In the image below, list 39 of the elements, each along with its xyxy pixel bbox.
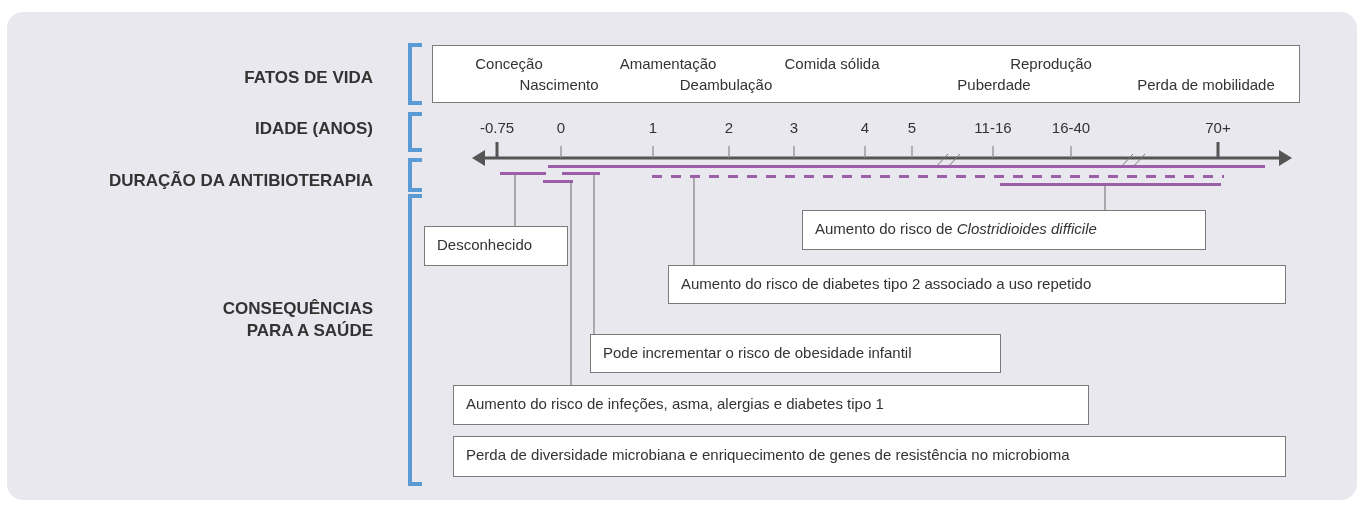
bar-marker: [562, 172, 600, 175]
tick-label: 4: [860, 119, 870, 136]
tick-label: -0.75: [479, 119, 515, 136]
tick-label: 1: [648, 119, 658, 136]
tick-label: 0: [556, 119, 566, 136]
row-heading: FATOS DE VIDA: [243, 67, 373, 89]
bar-marker: [652, 175, 1224, 178]
life-event-label: Deambulação: [679, 76, 773, 93]
life-event-label: Conceção: [475, 55, 543, 72]
bar-marker: [1000, 183, 1221, 186]
leader-line: [514, 174, 516, 227]
row-heading: DURAÇÃO DA ANTIBIOTERAPIA: [107, 170, 373, 192]
tick-label: 3: [789, 119, 799, 136]
consequence-box: Desconhecido: [424, 226, 568, 266]
tick-label: 70+: [1205, 119, 1231, 136]
life-event-label: Nascimento: [519, 76, 599, 93]
life-event-label: Amamentação: [619, 55, 717, 72]
leader-line: [1104, 185, 1106, 211]
life-event-label: Puberdade: [957, 76, 1031, 93]
tick-label: 11-16: [974, 119, 1012, 136]
row-heading: CONSEQUÊNCIAS PARA A SAÚDE: [221, 298, 373, 343]
row-heading: IDADE (ANOS): [253, 118, 373, 140]
leader-line: [570, 182, 572, 386]
tick-label: 16-40: [1051, 119, 1091, 136]
leader-line: [593, 174, 595, 335]
consequence-box: Aumento do risco de Clostridioides difficile: [802, 210, 1206, 250]
tick-label: 2: [724, 119, 734, 136]
life-event-label: Reprodução: [1010, 55, 1092, 72]
life-event-label: Comida sólida: [784, 55, 880, 72]
consequence-box: Perda de diversidade microbiana e enriquecimento de genes de resistência no microbioma: [453, 436, 1286, 477]
consequence-box: Aumento do risco de diabetes tipo 2 associado a uso repetido: [668, 265, 1286, 304]
leader-line: [693, 177, 695, 266]
life-event-label: Perda de mobilidade: [1137, 76, 1275, 93]
bar-marker: [500, 172, 546, 175]
bar-marker: [543, 180, 573, 183]
consequence-box: Pode incrementar o risco de obesidade infantil: [590, 334, 1001, 373]
life-events-panel: [432, 45, 1300, 103]
tick-label: 5: [907, 119, 917, 136]
consequence-box: Aumento do risco de infeções, asma, alergias e diabetes tipo 1: [453, 385, 1089, 425]
